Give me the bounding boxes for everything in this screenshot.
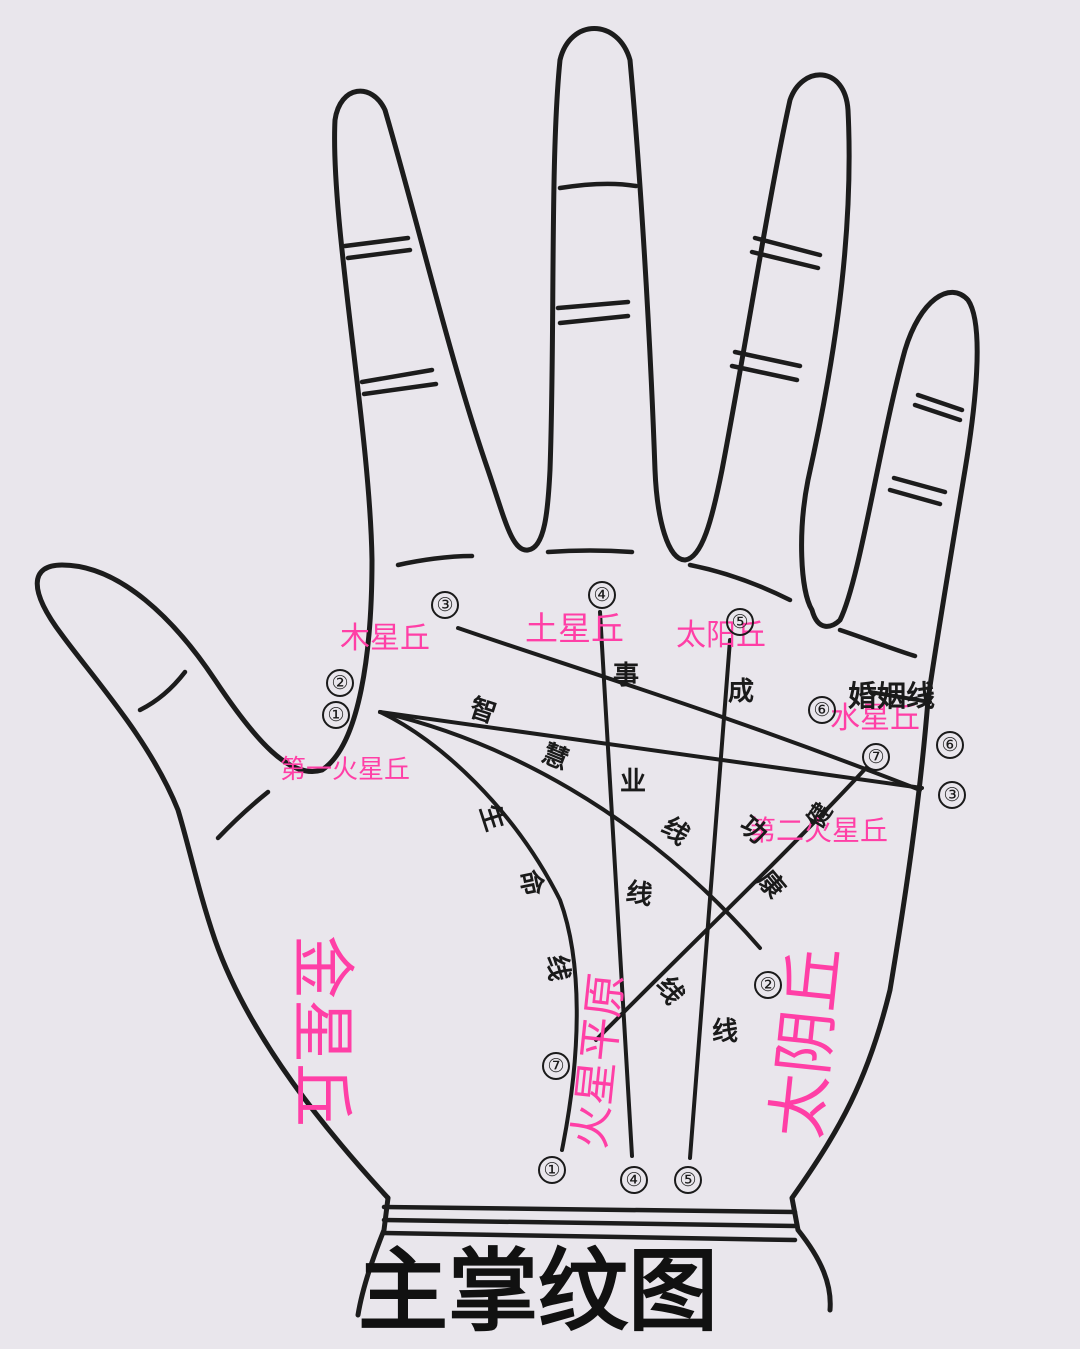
page-title: 主掌纹图	[358, 1239, 718, 1344]
marker-1-bottom-text: ①	[543, 1159, 560, 1181]
marker-7-bottom: ⑦	[542, 1052, 570, 1080]
mount-mars-second-label: 第二火星丘	[748, 814, 888, 847]
life-line-char-1: 生	[473, 801, 510, 835]
success-line-char-1: 成	[728, 677, 754, 707]
health-line-char-2: 康	[751, 865, 792, 906]
marker-7-top-text: ⑦	[867, 746, 884, 768]
ring-base-crease	[687, 562, 793, 603]
mount-saturn-label: 土星丘	[525, 609, 624, 648]
career-line	[598, 610, 634, 1158]
marker-6-mid-text: ⑥	[813, 699, 830, 721]
life-line-char-3: 线	[541, 954, 574, 983]
marker-1-left: ①	[322, 701, 350, 729]
marker-5-bottom: ⑤	[674, 1166, 702, 1194]
marker-3-top-left: ③	[431, 591, 459, 619]
life-line	[378, 710, 579, 1152]
index-crease-2a	[359, 367, 435, 385]
wisdom-line-char-2: 慧	[537, 739, 572, 777]
index-crease-2b	[361, 381, 439, 397]
ring-crease-2a	[732, 349, 803, 369]
marker-7-bottom-text: ⑦	[547, 1055, 564, 1077]
marker-5-top: ⑤	[726, 608, 754, 636]
index-base-crease	[395, 553, 475, 568]
marker-6-right: ⑥	[936, 731, 964, 759]
marker-4-top: ④	[588, 581, 616, 609]
success-line	[688, 638, 732, 1160]
mount-mercury-label: 水星丘	[830, 701, 920, 736]
success-line-char-3: 线	[712, 1017, 738, 1047]
wrist-crease-2	[381, 1217, 798, 1229]
middle-base-crease	[545, 548, 635, 555]
little-crease-1a	[915, 392, 965, 413]
marker-3-right: ③	[938, 781, 966, 809]
index-crease-1a	[342, 235, 411, 249]
middle-crease-2a	[555, 299, 631, 311]
little-crease-1b	[912, 402, 963, 423]
hand-outline	[34, 26, 980, 1313]
marker-2-right: ②	[754, 971, 782, 999]
health-line	[594, 766, 868, 1042]
ring-crease-2b	[729, 363, 800, 383]
cross-line	[378, 710, 924, 790]
index-crease-1b	[345, 247, 413, 261]
ring-crease-1b	[749, 249, 821, 271]
marker-5-top-text: ⑤	[731, 611, 748, 633]
thumb-crease-lower	[215, 789, 271, 841]
career-line-char-1: 事	[613, 661, 639, 691]
marker-6-right-text: ⑥	[941, 734, 958, 756]
wisdom-line-char-3: 线	[656, 812, 695, 852]
marker-1-bottom: ①	[538, 1156, 566, 1184]
marker-2-left: ②	[326, 669, 354, 697]
career-line-char-3: 线	[624, 877, 655, 911]
mount-jupiter-label: 木星丘	[340, 621, 430, 656]
heart-line	[456, 626, 922, 792]
marker-4-bottom: ④	[620, 1166, 648, 1194]
marriage-line-label: 婚姻线	[848, 679, 935, 713]
marker-2-left-text: ②	[331, 672, 348, 694]
career-line-char-2: 业	[620, 767, 646, 797]
thumb-crease-upper	[137, 669, 188, 713]
mount-mars-first-label: 第一火星丘	[280, 755, 410, 785]
marker-2-right-text: ②	[759, 974, 776, 996]
life-line-char-2: 命	[513, 867, 549, 900]
marker-3-top-left-text: ③	[436, 594, 453, 616]
marker-3-right-text: ③	[943, 784, 960, 806]
marker-1-left-text: ①	[327, 704, 344, 726]
wrist-crease-1	[381, 1204, 798, 1215]
little-crease-2b	[887, 487, 943, 507]
marker-7-top: ⑦	[862, 743, 890, 771]
mount-venus-label: 金星丘	[284, 935, 358, 1127]
marriage-line-mark	[868, 690, 932, 704]
wrist-crease-3	[381, 1230, 798, 1243]
little-crease-2a	[891, 475, 948, 495]
middle-crease-1	[557, 181, 639, 191]
mount-sun-label: 太阳丘	[676, 618, 766, 653]
marker-4-bottom-text: ④	[625, 1169, 642, 1191]
marker-4-top-text: ④	[593, 584, 610, 606]
ring-crease-1a	[752, 235, 823, 258]
little-base-crease	[837, 627, 918, 659]
middle-crease-2b	[557, 313, 631, 326]
marker-6-mid: ⑥	[808, 696, 836, 724]
marker-5-bottom-text: ⑤	[679, 1169, 696, 1191]
